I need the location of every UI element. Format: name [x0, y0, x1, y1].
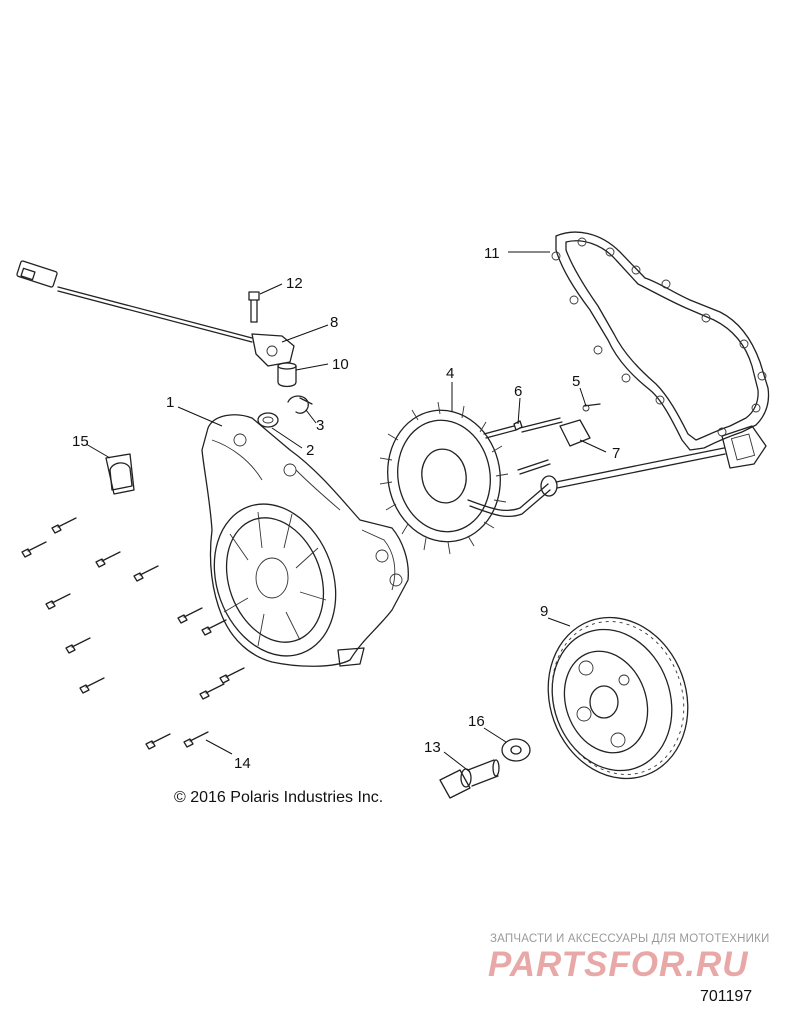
grommet-part-2	[257, 412, 279, 428]
callout-9: 9	[540, 603, 548, 620]
callout-15: 15	[72, 433, 89, 450]
watermark-tagline: ЗАПЧАСТИ И АКСЕССУАРЫ ДЛЯ МОТОТЕХНИКИ	[490, 933, 770, 945]
stator-part-4	[379, 401, 551, 555]
callout-2: 2	[306, 442, 314, 459]
callout-1: 1	[166, 394, 174, 411]
callout-10: 10	[332, 356, 349, 373]
callout-3: 3	[316, 417, 324, 434]
washer-part-16	[501, 738, 531, 762]
callout-6: 6	[514, 383, 522, 400]
flywheel-bolt-part-13	[439, 759, 500, 799]
bolts-part-14	[21, 517, 245, 750]
stator-cover-part-1	[201, 414, 409, 667]
callout-12: 12	[286, 275, 303, 292]
clamp-part-15	[105, 453, 135, 495]
callout-4: 4	[446, 365, 454, 382]
callout-16: 16	[468, 713, 485, 730]
callout-7: 7	[612, 445, 620, 462]
gasket-part-11	[551, 231, 770, 451]
bracket-part-5	[559, 403, 601, 447]
watermark-logo: PARTSFOR.RU	[488, 945, 749, 984]
bolt-part-12	[248, 291, 260, 323]
flywheel-part-9	[547, 616, 689, 780]
sensor-sleeve-part-10	[277, 362, 297, 388]
copyright-text: © 2016 Polaris Industries Inc.	[174, 789, 384, 806]
harness-part-7	[540, 425, 767, 497]
screws-part-6	[483, 417, 563, 475]
clip-part-3	[287, 395, 313, 414]
callout-labels: 1 2 3 4 5 6 7 8 9 10 11 12 13 14 15 16	[72, 245, 620, 772]
callout-14: 14	[234, 755, 251, 772]
sensor-harness-part-8	[16, 260, 295, 367]
callout-5: 5	[572, 373, 580, 390]
callout-11: 11	[484, 245, 500, 262]
diagram-number: 701197	[700, 988, 753, 1005]
callout-8: 8	[330, 314, 338, 331]
callout-13: 13	[424, 739, 441, 756]
leader-lines	[85, 251, 607, 773]
